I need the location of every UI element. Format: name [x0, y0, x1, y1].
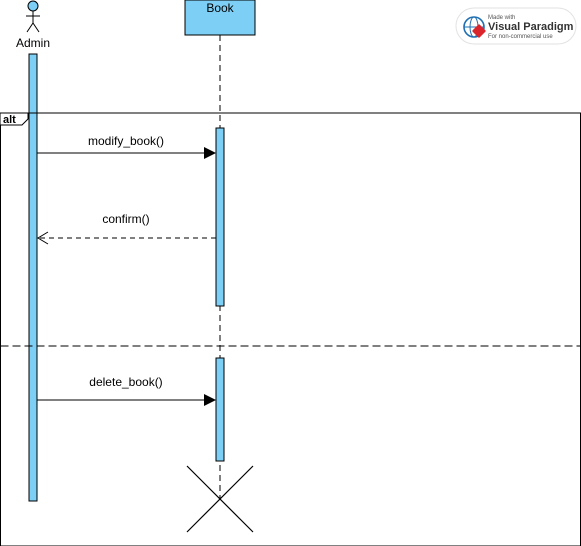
book-activation-bar-1	[215, 127, 225, 307]
admin-activation-bar	[28, 53, 38, 502]
actor-right-leg	[32, 22, 40, 33]
book-activation-bar-2	[215, 357, 225, 462]
actor-label: Admin	[16, 36, 50, 50]
message-confirm-label: confirm()	[102, 212, 149, 226]
watermark-badge: Made with Visual Paradigm For non-commer…	[455, 7, 577, 45]
message-confirm-arrowhead	[37, 231, 49, 245]
message-modify-book-label: modify_book()	[88, 134, 164, 148]
actor-left-leg	[26, 22, 34, 33]
participant-book-box	[184, 0, 256, 36]
alt-operator-tab	[0, 112, 29, 126]
watermark-note: For non-commercial use	[488, 34, 553, 40]
alt-operator-label: alt	[3, 114, 16, 126]
participant-book: Book	[184, 0, 256, 36]
destroy-marker-icon	[186, 465, 254, 533]
alt-fragment: alt	[0, 112, 581, 546]
actor-admin: Admin	[16, 0, 50, 50]
message-delete-book-arrowhead	[204, 394, 216, 406]
message-modify-book-arrowhead	[204, 147, 216, 159]
watermark-pill	[455, 7, 577, 45]
message-confirm: confirm()	[37, 212, 216, 245]
visual-paradigm-logo-icon	[463, 16, 486, 38]
participant-book-label: Book	[206, 1, 234, 15]
watermark-made-with: Made with	[488, 15, 515, 21]
message-delete-book: delete_book()	[37, 375, 216, 406]
message-modify-book: modify_book()	[37, 134, 216, 159]
watermark-brand: Visual Paradigm	[488, 21, 574, 33]
message-delete-book-label: delete_book()	[89, 375, 162, 389]
alt-fragment-frame	[0, 112, 581, 546]
actor-head-icon	[27, 0, 39, 12]
